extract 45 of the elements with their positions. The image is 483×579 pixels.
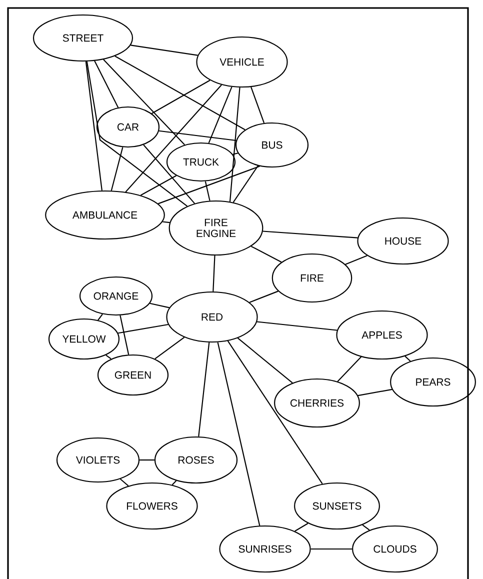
connector-line bbox=[256, 321, 338, 331]
connector-line bbox=[212, 256, 216, 292]
connector-line bbox=[250, 246, 282, 263]
connector-line bbox=[345, 255, 368, 265]
connector-line bbox=[86, 61, 188, 207]
connector-line bbox=[162, 221, 170, 224]
connector-line bbox=[140, 175, 177, 196]
connector-line bbox=[114, 56, 246, 130]
connector-line bbox=[106, 354, 112, 360]
connector-line bbox=[103, 59, 186, 146]
connector-line bbox=[198, 342, 210, 437]
connector-line bbox=[237, 338, 293, 384]
connector-line bbox=[118, 324, 168, 334]
connector-line bbox=[158, 166, 260, 204]
connector-line bbox=[358, 388, 392, 396]
connector-line bbox=[110, 147, 124, 191]
connector-line bbox=[98, 314, 103, 320]
connector-line bbox=[154, 336, 185, 360]
connector-line bbox=[227, 340, 323, 484]
connector-line bbox=[232, 166, 258, 203]
connector-line bbox=[125, 84, 222, 192]
connector-line bbox=[250, 86, 265, 124]
connector-line bbox=[249, 290, 278, 303]
connector-line bbox=[217, 342, 260, 526]
connector-line bbox=[229, 87, 240, 202]
connector-line bbox=[362, 524, 370, 530]
connector-line bbox=[143, 144, 196, 204]
connector-line bbox=[208, 86, 232, 144]
connector-line bbox=[140, 459, 154, 461]
connector-line bbox=[337, 356, 362, 382]
connector-line bbox=[150, 302, 170, 308]
connector-line bbox=[94, 60, 119, 108]
connector-line bbox=[262, 230, 358, 238]
connector-line bbox=[232, 152, 238, 155]
connector-line bbox=[130, 44, 198, 56]
connector-line bbox=[294, 522, 308, 532]
connector-line bbox=[204, 181, 210, 201]
connector-line bbox=[172, 480, 177, 486]
connector-line bbox=[158, 130, 236, 142]
connector-line bbox=[310, 548, 352, 550]
connector-line bbox=[85, 61, 102, 191]
connector-line bbox=[404, 356, 411, 362]
connector-line bbox=[151, 80, 210, 114]
connector-line bbox=[120, 315, 130, 355]
connector-line bbox=[120, 478, 129, 486]
